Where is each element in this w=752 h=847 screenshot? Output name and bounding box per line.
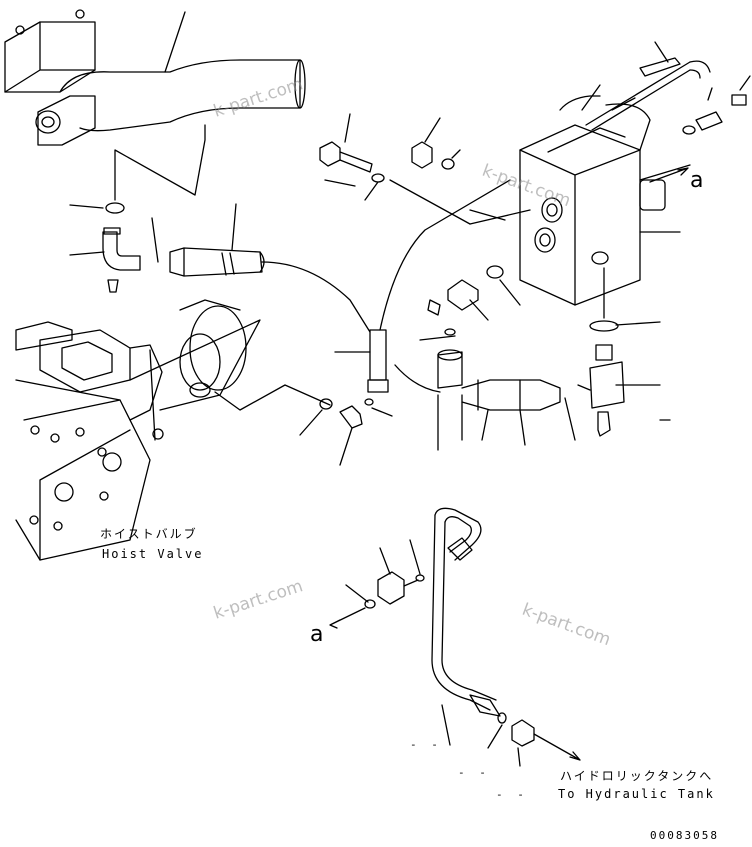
adapter-group-bottom (329, 539, 425, 629)
elbow-pipe-assembly (4, 9, 306, 146)
hoist-valve-block (469, 84, 691, 306)
elbow-fitting-small (299, 335, 456, 466)
hoist-valve-body (15, 299, 331, 561)
arrow-a-top (649, 167, 689, 183)
bolt-and-washer (319, 113, 471, 225)
tube-to-tank (431, 507, 581, 767)
check-valve-fitting (577, 267, 661, 437)
dash-mark-1: - - (410, 738, 442, 751)
union-hose (394, 349, 576, 451)
leader-zigzag (114, 124, 206, 201)
dash-mark-3: - - (496, 788, 528, 801)
center-hose (334, 179, 511, 393)
tube-top-right (559, 41, 751, 135)
hydraulic-tank-label-jp: ハイドロリックタンクへ (560, 769, 714, 783)
dash-mark-2: - - (458, 766, 490, 779)
drawing-number: 00083058 (650, 829, 719, 842)
hose-fitting (169, 203, 371, 333)
hoist-valve-label-jp: ホイストバルブ (100, 527, 198, 541)
hoist-valve-label-en: Hoist Valve (102, 547, 204, 561)
reference-a-top: a (690, 168, 704, 193)
reference-a-bottom: a (310, 622, 324, 647)
hydraulic-tank-label-en: To Hydraulic Tank (558, 787, 715, 801)
swivel-fitting (427, 265, 521, 336)
adapter-fitting-top (411, 117, 461, 170)
elbow-fitting-left (69, 202, 159, 293)
